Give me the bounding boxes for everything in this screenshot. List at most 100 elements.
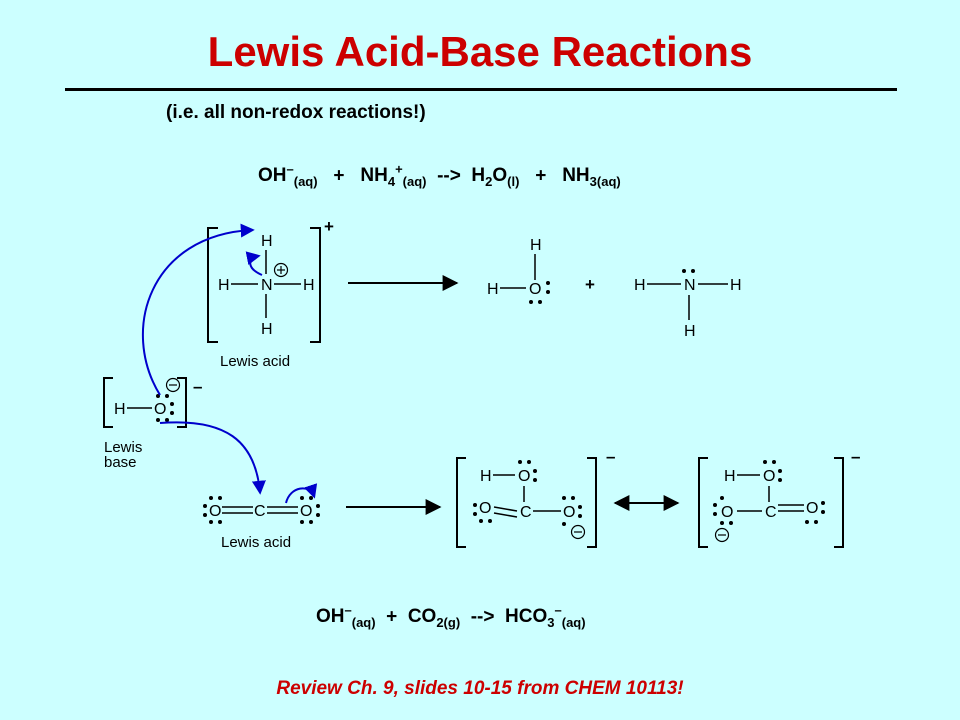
atom-h: H — [303, 277, 315, 294]
atom-h: H — [487, 281, 499, 298]
eq2-co2: CO2(g) — [407, 606, 461, 631]
lone-pair-dots — [529, 281, 550, 304]
atom-h: H — [480, 468, 492, 485]
bicarbonate-resonance-2: – H O C O O — [698, 447, 860, 548]
atom-o: O — [763, 468, 775, 485]
eq1-p1: OH — [258, 165, 287, 187]
lone-pair-dots — [473, 460, 582, 526]
bracket-left — [698, 457, 708, 548]
eq1-water: H2O(l) — [471, 165, 520, 190]
eq2-plus: + — [386, 606, 398, 628]
water-structure: H O H — [487, 237, 550, 304]
atom-h: H — [730, 277, 742, 294]
hydroxide-structure: – H O Lewis base — [103, 377, 202, 471]
atom-h: H — [530, 237, 542, 254]
curved-arrow-icon — [285, 483, 318, 504]
eq2-bicarbonate: HCO3–(aq) — [505, 603, 586, 631]
title-divider — [65, 88, 897, 91]
bracket-charge-minus: – — [606, 447, 615, 466]
curved-arrow-icon — [141, 223, 255, 396]
atom-h: H — [724, 468, 736, 485]
bracket-right — [587, 457, 597, 548]
page-title: Lewis Acid-Base Reactions — [207, 28, 753, 75]
formal-charge-minus-icon — [570, 524, 586, 540]
bracket-left — [207, 227, 218, 343]
eq1-hydroxide: OH–(aq) — [258, 162, 318, 190]
atom-h: H — [261, 233, 273, 250]
atom-o: O — [209, 503, 221, 520]
atom-n: N — [684, 277, 696, 294]
atom-o: O — [721, 504, 733, 521]
bicarbonate-resonance-1: – H O C O O — [456, 447, 615, 548]
bond — [493, 506, 518, 512]
eq1-p1-state: (aq) — [293, 174, 318, 190]
atom-n: N — [261, 277, 273, 294]
eq2-p3: HCO — [505, 606, 548, 628]
equation-bicarbonate: OH–(aq) + CO2(g) --> HCO3–(aq) — [316, 603, 586, 630]
eq2-p2-state: 2(g) — [436, 615, 461, 631]
eq1-p3-count: 2 — [485, 174, 493, 190]
equation-ammonium: OH–(aq) + NH4+(aq) --> H2O(l) + NH3(aq) — [258, 162, 621, 189]
atom-o: O — [479, 500, 491, 517]
eq1-ammonia: NH3(aq) — [562, 165, 621, 190]
eq2-p3-state: (aq) — [561, 615, 586, 631]
eq1-plus-1: + — [333, 165, 345, 187]
ammonium-structure: + H N H H H Lewis acid — [207, 217, 334, 370]
bracket-left — [103, 377, 113, 428]
eq1-ammonium: NH4+(aq) — [360, 162, 427, 190]
eq1-plus-2: + — [535, 165, 547, 187]
atom-h: H — [684, 323, 696, 340]
formal-charge-minus-icon — [714, 527, 730, 543]
eq1-p3-state: (l) — [507, 174, 520, 190]
atom-c: C — [254, 503, 266, 520]
formal-charge-minus-icon — [165, 377, 181, 393]
eq1-p4-state: 3(aq) — [589, 174, 621, 190]
bracket-charge-minus: – — [193, 377, 202, 396]
eq2-p1: OH — [316, 606, 345, 628]
atom-h: H — [634, 277, 646, 294]
bracket-right — [834, 457, 844, 548]
eq1-arrow: --> — [437, 165, 461, 187]
atom-o: O — [806, 500, 818, 517]
lone-pair-dots — [713, 460, 825, 525]
eq1-p1-charge: – — [286, 162, 294, 177]
lone-pair-dots — [682, 269, 695, 273]
eq2-p2: CO — [407, 606, 437, 628]
review-note: Review Ch. 9, slides 10-15 from CHEM 101… — [276, 678, 684, 699]
bracket-left — [456, 457, 466, 548]
atom-c: C — [520, 504, 532, 521]
eq1-p4: NH — [562, 165, 590, 187]
eq2-p1-state: (aq) — [351, 615, 376, 631]
lewis-base-label: Lewis — [104, 439, 142, 456]
lewis-acid-label: Lewis acid — [221, 534, 291, 551]
atom-o: O — [154, 401, 166, 418]
formal-charge-plus-icon — [273, 262, 289, 278]
curved-arrow-icon — [159, 421, 266, 495]
plus-sign: + — [585, 275, 595, 294]
eq1-p2-state: (aq) — [402, 174, 427, 190]
atom-o: O — [518, 468, 530, 485]
atom-c: C — [765, 504, 777, 521]
eq1-p2-count: 4 — [387, 174, 396, 190]
eq1-p3: H — [471, 165, 486, 187]
bracket-charge-plus: + — [324, 217, 334, 236]
eq2-p3-charge: – — [554, 603, 562, 618]
eq2-p1-charge: – — [344, 603, 352, 618]
lewis-acid-label: Lewis acid — [220, 353, 290, 370]
curved-arrow-icon — [245, 251, 263, 276]
atom-h: H — [218, 277, 230, 294]
subtitle: (i.e. all non-redox reactions!) — [166, 102, 426, 123]
bond — [493, 512, 518, 518]
ammonia-structure: N H H H — [634, 269, 742, 340]
atom-h: H — [114, 401, 126, 418]
eq2-hydroxide: OH–(aq) — [316, 603, 376, 631]
atom-h: H — [261, 321, 273, 338]
bracket-right — [310, 227, 321, 343]
eq1-p2: NH — [360, 165, 388, 187]
lewis-base-label-2: base — [104, 454, 137, 471]
bracket-right — [177, 377, 187, 428]
eq1-p2-charge: + — [395, 162, 403, 177]
bracket-charge-minus: – — [851, 447, 860, 466]
atom-o: O — [563, 504, 575, 521]
